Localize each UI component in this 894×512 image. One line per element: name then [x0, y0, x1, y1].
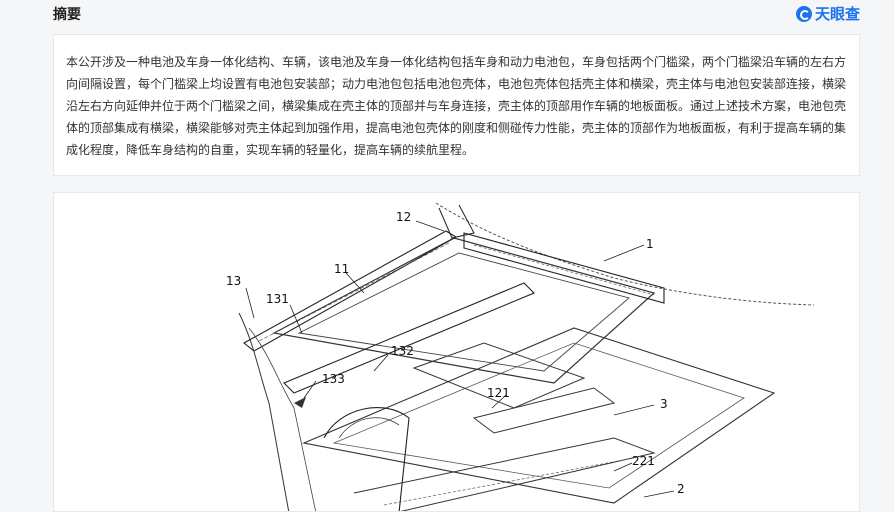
- abstract-card: 本公开涉及一种电池及车身一体化结构、车辆，该电池及车身一体化结构包括车身和动力电…: [53, 34, 860, 176]
- leader-11: [345, 272, 365, 294]
- leader-132: [373, 354, 389, 372]
- front-pillar: [438, 204, 475, 239]
- lower-rail: [353, 437, 656, 511]
- leader-121: [491, 394, 507, 409]
- brand-logo[interactable]: 天眼查: [795, 3, 860, 24]
- patent-drawing: 12 1 11 13 131 132 133 121 3 221 2: [226, 202, 815, 511]
- label-1: 1: [646, 237, 654, 251]
- right-sill: [463, 232, 665, 304]
- label-2: 2: [677, 482, 685, 496]
- leader-3: [613, 404, 655, 416]
- body-outline-curve: [435, 202, 815, 306]
- label-3: 3: [660, 397, 668, 411]
- leader-2: [643, 490, 675, 498]
- label-133: 133: [322, 372, 345, 386]
- leader-1: [603, 244, 645, 262]
- label-131: 131: [266, 292, 289, 306]
- tunnel-arch-inner: [338, 417, 400, 439]
- battery-tray-lower: [472, 387, 616, 434]
- battery-pack-inner: [332, 342, 745, 489]
- lower-rail-2: [383, 457, 635, 506]
- crossbeam: [283, 282, 535, 394]
- leader-133: [303, 380, 317, 399]
- label-221: 221: [632, 454, 655, 468]
- section-title: 摘要: [53, 7, 81, 23]
- label-132: 132: [391, 344, 414, 358]
- tianyancha-logo-icon: [795, 5, 812, 22]
- triangle-mark: [294, 397, 306, 408]
- leader-221: [613, 462, 633, 472]
- tunnel-arch: [323, 407, 410, 511]
- label-13: 13: [226, 274, 241, 288]
- front-structure: [238, 312, 290, 511]
- figure-card: 12 1 11 13 131 132 133 121 3 221 2: [53, 192, 860, 512]
- label-121: 121: [487, 386, 510, 400]
- label-11: 11: [334, 262, 349, 276]
- brand-name: 天眼查: [814, 5, 860, 23]
- front-structure-2: [248, 327, 316, 511]
- leader-13: [245, 287, 255, 319]
- battery-pack-outline: [302, 327, 776, 504]
- leader-12: [415, 220, 445, 232]
- label-12: 12: [396, 210, 411, 224]
- abstract-text: 本公开涉及一种电池及车身一体化结构、车辆，该电池及车身一体化结构包括车身和动力电…: [66, 55, 847, 157]
- right-sill-detail: [473, 244, 655, 296]
- battery-tray: [412, 342, 586, 409]
- floor-frame: [272, 237, 656, 384]
- leader-131: [289, 304, 303, 334]
- abstract-header: 摘要 天眼查: [0, 0, 894, 30]
- floor-frame-inner: [297, 252, 630, 372]
